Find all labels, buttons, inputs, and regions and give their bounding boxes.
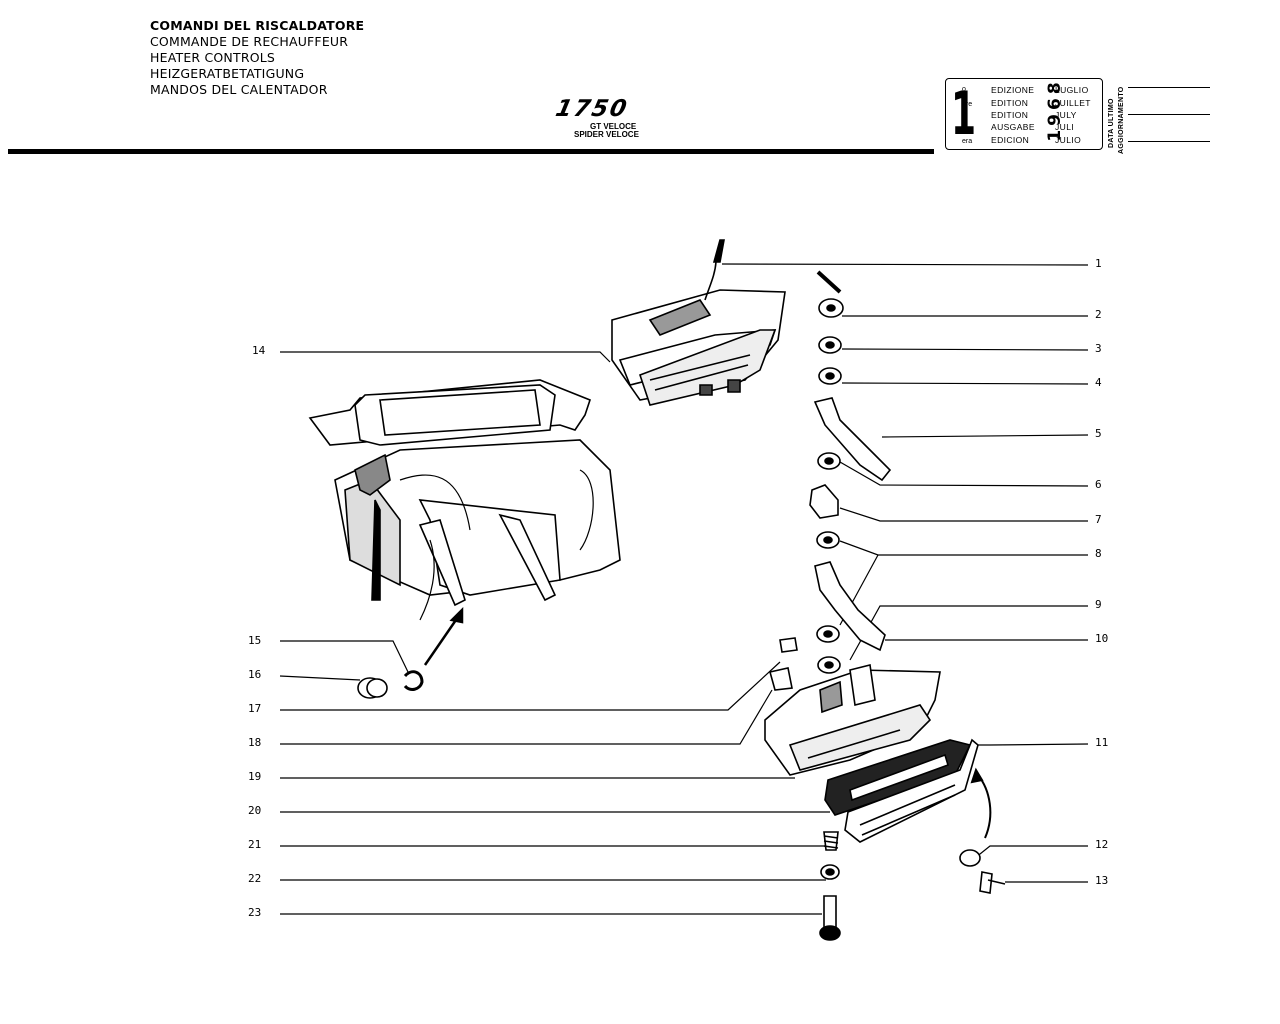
edition-number: 1: [951, 79, 977, 149]
update-line: [1128, 87, 1210, 88]
clamp-18: [769, 667, 793, 691]
title-block: COMANDI DEL RISCALDATORE COMMANDE DE REC…: [150, 18, 364, 98]
edition-month: LUGLIO: [1055, 85, 1089, 95]
edition-month: JUILLET: [1055, 98, 1091, 108]
edition-box: [945, 78, 1103, 150]
edition-suffix: o: [962, 86, 966, 93]
control-unit-lower: [764, 637, 979, 843]
header-rule: [8, 149, 934, 154]
leader-9: [849, 605, 1088, 661]
title-italian: COMANDI DEL RISCALDATORE: [150, 18, 365, 33]
edition-month: JULIO: [1055, 135, 1082, 145]
edition-word: EDIZIONE: [991, 85, 1035, 95]
edition-word: EDITION: [991, 98, 1029, 108]
clip-15: [403, 670, 424, 691]
callout-11: 11: [1095, 736, 1109, 749]
pin-1: [816, 270, 842, 294]
callout-21: 21: [248, 838, 262, 851]
leader-11: [975, 743, 1089, 746]
knob-23: [823, 895, 837, 931]
callout-13: 13: [1095, 874, 1109, 887]
leader-15: [280, 640, 409, 673]
small-parts: [809, 270, 892, 674]
edition-suffix: .: [962, 123, 964, 130]
callout-9: 9: [1095, 598, 1102, 611]
update-line: [1128, 114, 1210, 115]
leader-18: [280, 689, 773, 745]
edition-month: JULY: [1055, 110, 1077, 120]
callout-15: 15: [248, 634, 262, 647]
callout-2: 2: [1095, 308, 1102, 321]
callout-4: 4: [1095, 376, 1102, 389]
arrow-11: [970, 767, 992, 839]
control-unit-top: [611, 239, 786, 406]
variant-gt-veloce: GT VELOCE: [590, 122, 637, 131]
screw-13: [979, 871, 1006, 894]
leader-7: [839, 507, 1088, 522]
callout-14: 14: [252, 344, 266, 357]
callout-23: 23: [248, 906, 262, 919]
leader-6: [839, 461, 1089, 487]
leader-5: [881, 434, 1089, 438]
washer-12: [959, 849, 981, 867]
callout-19: 19: [248, 770, 262, 783]
leader-14: [280, 351, 611, 363]
callout-18: 18: [248, 736, 262, 749]
callout-8: 8: [1095, 547, 1102, 560]
edition-suffix: era: [962, 138, 973, 145]
callout-12: 12: [1095, 838, 1109, 851]
lever-10: [814, 561, 886, 652]
leader-3: [841, 348, 1089, 351]
heater-box-assembly: [308, 379, 621, 607]
leader-16: [279, 675, 361, 681]
fasteners: [357, 670, 1006, 941]
edition-word: EDICION: [991, 135, 1030, 145]
leader-12: [974, 845, 1088, 859]
callout-7: 7: [1095, 513, 1102, 526]
edition-suffix: ere: [962, 101, 973, 108]
clip-7: [809, 484, 839, 519]
leader-17: [280, 661, 781, 711]
edition-word: AUSGABE: [991, 122, 1035, 132]
edition-suffix: st: [962, 113, 968, 120]
title-french: COMMANDE DE RECHAUFFEUR: [150, 34, 349, 49]
leader-4: [841, 382, 1089, 385]
callout-3: 3: [1095, 342, 1102, 355]
arrow-15: [423, 606, 464, 666]
callout-5: 5: [1095, 427, 1102, 440]
edition-word: EDITION: [991, 110, 1029, 120]
callout-10: 10: [1095, 632, 1109, 645]
callout-20: 20: [248, 804, 262, 817]
lever-5: [813, 397, 892, 482]
screw-17: [779, 637, 798, 653]
callout-6: 6: [1095, 478, 1102, 491]
update-line: [1128, 141, 1210, 142]
callout-1: 1: [1095, 257, 1102, 270]
variant-spider-veloce: SPIDER VELOCE: [574, 130, 639, 139]
title-spanish: MANDOS DEL CALENTADOR: [150, 82, 328, 97]
edition-month: JULI: [1055, 122, 1075, 132]
title-english: HEATER CONTROLS: [150, 50, 276, 65]
callout-17: 17: [248, 702, 262, 715]
callout-16: 16: [248, 668, 262, 681]
callout-22: 22: [248, 872, 262, 885]
leader-1: [721, 263, 1089, 266]
leader-8: [839, 540, 1088, 556]
title-german: HEIZGERATBETATIGUNG: [150, 66, 305, 81]
